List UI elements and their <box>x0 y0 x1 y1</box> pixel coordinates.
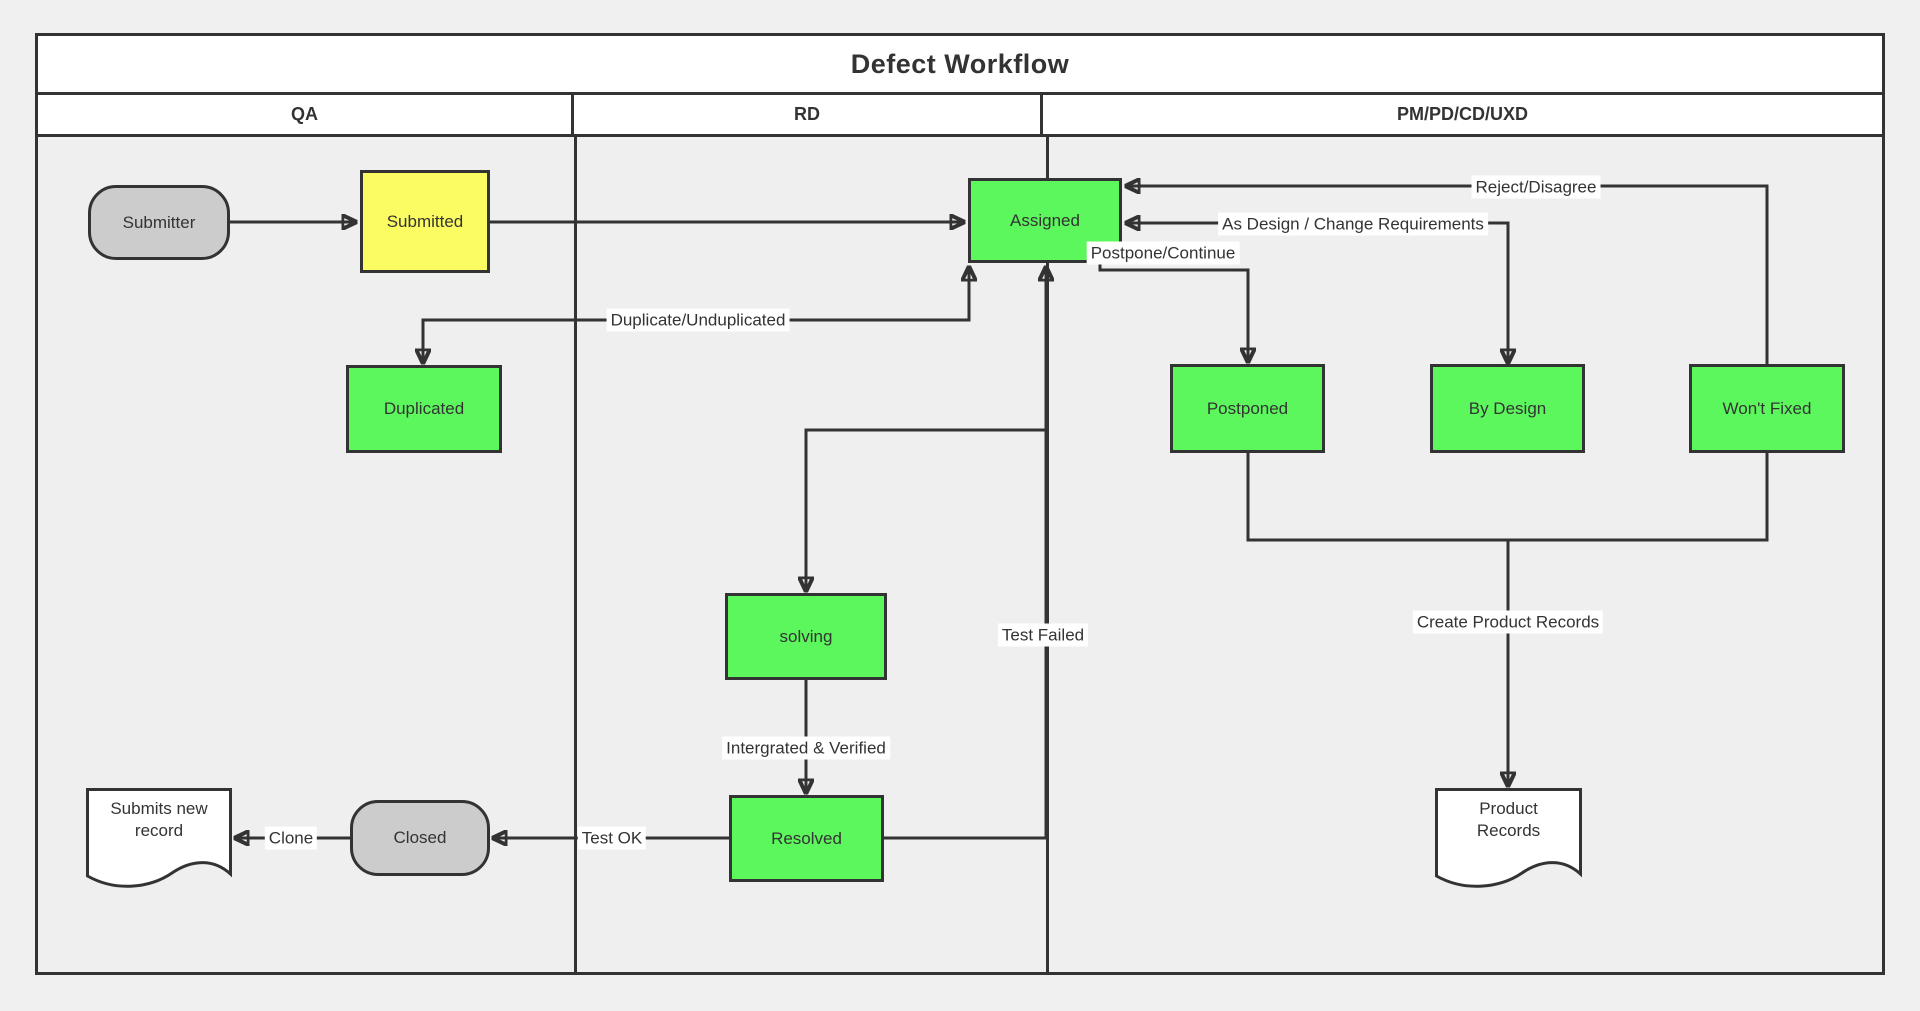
document-shape <box>86 788 232 888</box>
node-wont-fixed-label: Won't Fixed <box>1722 398 1812 418</box>
node-resolved[interactable]: Resolved <box>729 795 884 882</box>
lane-header-row: QA RD PM/PD/CD/UXD <box>38 95 1882 137</box>
node-by-design[interactable]: By Design <box>1430 364 1585 453</box>
lane-label-rd: RD <box>794 104 820 124</box>
node-postponed[interactable]: Postponed <box>1170 364 1325 453</box>
node-closed[interactable]: Closed <box>350 800 490 876</box>
lane-header-rd: RD <box>574 95 1043 134</box>
edge-reject-disagree <box>1126 186 1769 365</box>
lane-header-pm: PM/PD/CD/UXD <box>1043 95 1882 134</box>
title-row: Defect Workflow <box>38 36 1882 95</box>
node-product-records[interactable]: Product Records <box>1435 788 1582 892</box>
edge-create-product-records <box>1246 453 1769 786</box>
node-submits-new-record-label: Submits new record <box>110 799 208 840</box>
node-submitter[interactable]: Submitter <box>88 185 230 260</box>
node-submitted-label: Submitted <box>386 211 464 231</box>
node-solving-label: solving <box>779 626 833 646</box>
edge-test-failed <box>884 267 1046 840</box>
edge-assigned-solving <box>806 428 1046 591</box>
node-product-records-label: Product Records <box>1476 799 1541 840</box>
node-assigned-label: Assigned <box>1010 210 1080 230</box>
edge-label-test-ok: Test OK <box>577 826 647 850</box>
node-resolved-label: Resolved <box>771 828 842 848</box>
edge-label-as-design: As Design / Change Requirements <box>1218 212 1488 236</box>
node-closed-label: Closed <box>393 828 447 847</box>
node-by-design-label: By Design <box>1468 398 1547 418</box>
node-submits-new-record[interactable]: Submits new record <box>86 788 232 892</box>
lane-label-qa: QA <box>291 104 318 124</box>
edge-label-create-product-records: Create Product Records <box>1412 610 1604 634</box>
edge-postpone-continue <box>1098 262 1248 362</box>
node-wont-fixed[interactable]: Won't Fixed <box>1689 364 1845 453</box>
node-submitted[interactable]: Submitted <box>360 170 490 273</box>
node-duplicated[interactable]: Duplicated <box>346 365 502 453</box>
edge-label-postpone-continue: Postpone/Continue <box>1086 241 1240 265</box>
edge-label-duplicate-unduplicated: Duplicate/Unduplicated <box>606 308 790 332</box>
edge-label-reject-disagree: Reject/Disagree <box>1471 175 1601 199</box>
document-shape <box>1435 788 1582 888</box>
node-duplicated-label: Duplicated <box>383 399 465 418</box>
edge-label-test-failed: Test Failed <box>997 623 1089 647</box>
lane-label-pm: PM/PD/CD/UXD <box>1396 104 1528 124</box>
node-submitter-label: Submitter <box>122 212 196 232</box>
diagram-title: Defect Workflow <box>850 48 1070 79</box>
node-solving[interactable]: solving <box>725 593 887 680</box>
node-postponed-label: Postponed <box>1206 398 1289 418</box>
edge-label-integrated-verified: Intergrated & Verified <box>722 736 890 760</box>
lane-header-qa: QA <box>38 95 574 134</box>
edge-label-clone: Clone <box>264 826 318 850</box>
